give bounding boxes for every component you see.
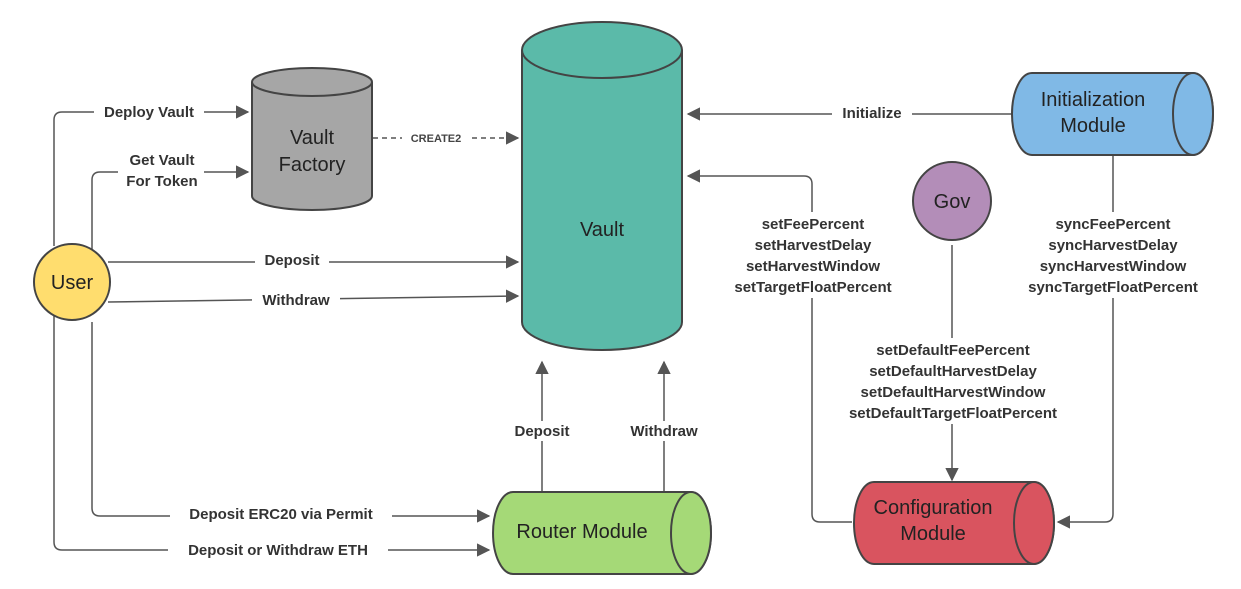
vault-node: Vault: [521, 21, 683, 351]
edge-deploy-vault: [53, 105, 250, 246]
label-deploy-vault: Deploy Vault: [104, 104, 194, 121]
vault-factory-node: Vault Factory: [251, 67, 373, 211]
configuration-module-label-2: Module: [900, 523, 966, 545]
gov-node: Gov: [912, 161, 992, 241]
label-default-target-float: setDefaultTargetFloatPercent: [849, 405, 1057, 422]
label-set-target-float: setTargetFloatPercent: [734, 279, 891, 296]
edge-get-vault: [91, 165, 250, 250]
gov-label: Gov: [934, 191, 971, 213]
label-deposit: Deposit: [264, 252, 319, 269]
vault-factory-label-2: Factory: [279, 154, 346, 176]
label-sync-harvest-window: syncHarvestWindow: [1040, 258, 1187, 275]
label-default-harvest-delay: setDefaultHarvestDelay: [869, 363, 1037, 380]
label-default-harvest-window: setDefaultHarvestWindow: [861, 384, 1046, 401]
label-sync-target-float: syncTargetFloatPercent: [1028, 279, 1198, 296]
label-initialize: Initialize: [842, 105, 901, 122]
configuration-module-label-1: Configuration: [874, 497, 993, 519]
edge-deposit-eth: [53, 316, 491, 557]
label-sync-fee: syncFeePercent: [1055, 216, 1170, 233]
label-deposit-permit: Deposit ERC20 via Permit: [189, 506, 372, 523]
label-get-vault-2: For Token: [126, 173, 197, 190]
initialization-module-label-2: Module: [1060, 115, 1126, 137]
label-default-fee: setDefaultFeePercent: [876, 342, 1029, 359]
label-sync-harvest-delay: syncHarvestDelay: [1048, 237, 1178, 254]
label-deposit-eth: Deposit or Withdraw ETH: [188, 542, 368, 559]
configuration-module-node: Configuration Module: [853, 481, 1055, 565]
label-router-deposit: Deposit: [514, 423, 569, 440]
label-router-withdraw: Withdraw: [630, 423, 698, 440]
edge-set-params: [686, 169, 852, 523]
label-get-vault-1: Get Vault: [129, 152, 194, 169]
label-withdraw: Withdraw: [262, 292, 330, 309]
user-node: User: [33, 243, 111, 321]
label-set-fee: setFeePercent: [762, 216, 865, 233]
initialization-module-label-1: Initialization: [1041, 89, 1146, 111]
vault-label: Vault: [580, 219, 625, 241]
router-module-label: Router Module: [516, 521, 647, 543]
label-create2: CREATE2: [411, 133, 462, 145]
user-label: User: [51, 272, 94, 294]
vault-factory-label-1: Vault: [290, 127, 335, 149]
edge-deposit-permit: [91, 322, 491, 523]
router-module-node: Router Module: [492, 491, 712, 575]
edge-sync-params: [1056, 155, 1114, 529]
initialization-module-node: Initialization Module: [1011, 72, 1214, 156]
label-set-harvest-delay: setHarvestDelay: [755, 237, 872, 254]
label-set-harvest-window: setHarvestWindow: [746, 258, 880, 275]
